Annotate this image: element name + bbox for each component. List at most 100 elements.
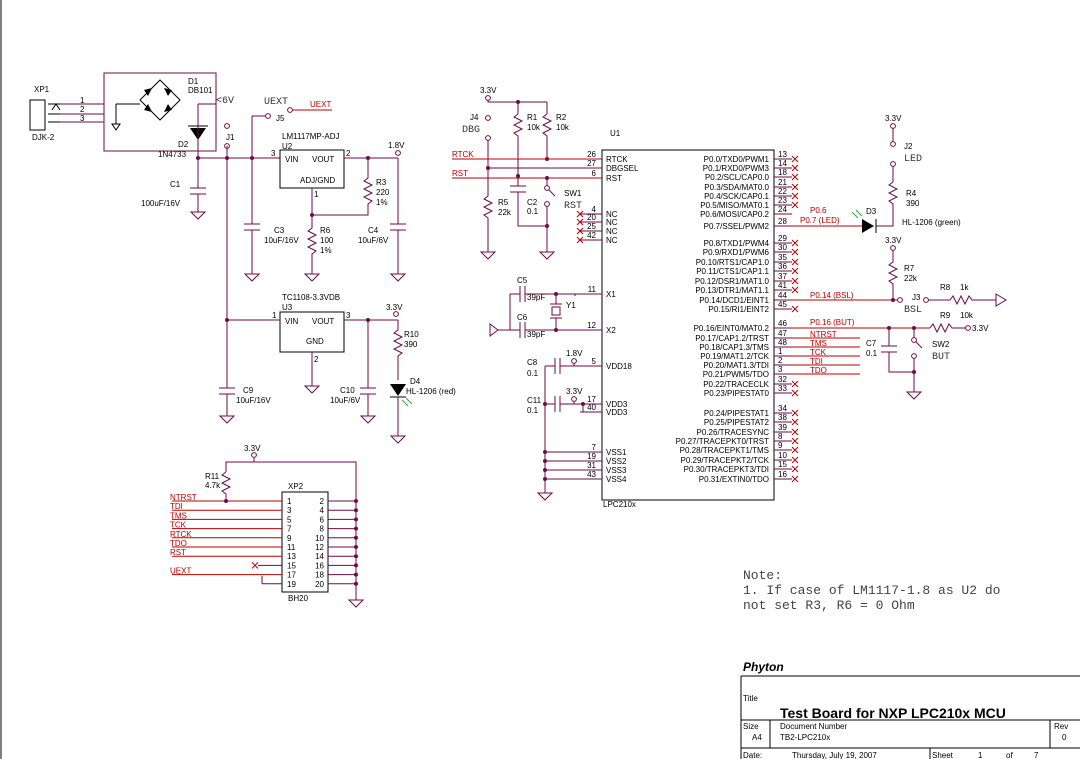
u1-mcu: U1 LPC210x 26RTCK27DBGSEL6RST4NC20NC25NC… <box>576 129 799 509</box>
net-uext-label: UEXT <box>264 97 288 108</box>
net-33v-top: 3.3V <box>480 86 497 95</box>
c10-capacitor: C10 10uF/6V <box>330 320 376 424</box>
d3-ref: D3 <box>866 207 877 216</box>
y1-ref: Y1 <box>566 301 576 310</box>
d1-bridge: D1 DB101 <box>103 72 217 152</box>
docnum-label: Document Number <box>780 722 847 731</box>
net-tdo: TDO <box>810 366 827 375</box>
u1-pin-name: P0.26/TRACESYNC <box>697 428 770 437</box>
u1-pin-num: 22 <box>778 187 787 196</box>
u1-pin-num: 24 <box>778 205 787 214</box>
d3-part: HL-1206 (green) <box>902 218 961 227</box>
sw2-ref: SW2 <box>932 340 950 349</box>
u1-pin-num: 41 <box>778 281 787 290</box>
design-note: Note: 1. If case of LM1117-1.8 as U2 do … <box>743 568 1000 613</box>
u1-pin-num: 3 <box>778 365 783 374</box>
r10-resistor: R10 390 <box>392 320 419 380</box>
u1-pin-name: P0.21/PWM5/TDO <box>703 370 769 379</box>
xp2-pin-odd: 5 <box>287 515 292 524</box>
xp2-pin-even: 14 <box>315 552 324 561</box>
u2-ref: U2 <box>282 142 293 151</box>
r5-resistor: R5 22k <box>480 168 512 260</box>
u3-gnd: GND <box>306 337 324 346</box>
r11-ref: R11 <box>205 472 220 481</box>
nc-cross <box>791 456 799 464</box>
u1-pin-name: P0.14/DCD1/EINT1 <box>699 296 769 305</box>
r7-ref: R7 <box>904 264 915 273</box>
u1-pin-name: X2 <box>606 326 616 335</box>
j3-ref: J3 <box>912 293 921 302</box>
c8-capacitor: C8 0.1 <box>527 358 602 378</box>
r1-ref: R1 <box>527 113 538 122</box>
u2-pin3: 3 <box>271 149 276 158</box>
r7-resistor: R7 22k <box>887 250 918 300</box>
nc-cross <box>576 210 584 218</box>
u1-pin-num: 1 <box>778 347 783 356</box>
sheet-title: Test Board for NXP LPC210x MCU <box>780 705 1006 721</box>
nc-cross <box>791 418 799 426</box>
u1-pin-num: 18 <box>778 168 787 177</box>
net-p014: P0.14 (BSL) <box>810 291 854 300</box>
u1-pin-name: P0.27/TRACEPKT0/TRST <box>676 437 769 446</box>
xp2-pin-even: 6 <box>320 515 325 524</box>
d1-part: DB101 <box>188 86 213 95</box>
net-tck: TCK <box>810 348 827 357</box>
xp2-pin-even: 2 <box>320 497 325 506</box>
r11-value: 4.7k <box>205 481 221 490</box>
of-label: of <box>1006 751 1013 759</box>
nc-cross <box>791 183 799 191</box>
r9-value: 10k <box>960 311 974 320</box>
u1-pin-name: VDD18 <box>606 362 632 371</box>
r2-value: 10k <box>556 123 570 132</box>
y1-crystal: Y1 <box>550 294 576 330</box>
r4-resistor: R4 390 <box>876 181 920 227</box>
c6-ref: C6 <box>517 313 528 322</box>
date-label: Date: <box>743 751 762 759</box>
r10-value: 390 <box>404 340 418 349</box>
company-name: Phyton <box>743 660 784 674</box>
r6-tol: 1% <box>320 246 332 255</box>
nc-cross <box>791 155 799 163</box>
u1-pin-num: 2 <box>778 356 783 365</box>
u1-pin-name: P0.30/TRACEPKT3/TDI <box>684 465 769 474</box>
u2-regulator: LM1117MP-ADJ U2 VIN VOUT ADJ/GND 3 2 1 <box>271 132 398 215</box>
c7-ref: C7 <box>866 339 877 348</box>
r8-value: 1k <box>960 283 969 292</box>
u1-pin-name: P0.11/CTS1/CAP1.1 <box>696 267 769 276</box>
docnum-value: TB2-LPC210x <box>780 733 830 742</box>
u1-pin-num: 9 <box>778 441 783 450</box>
nc-cross <box>791 258 799 266</box>
u1-pin-num: 45 <box>778 300 787 309</box>
d4-part: HL-1206 (red) <box>406 387 456 396</box>
c4-capacitor: C4 10uF/6V <box>358 158 406 282</box>
r4-value: 390 <box>906 199 920 208</box>
note-line1: 1. If case of LM1117-1.8 as U2 do <box>743 583 1000 598</box>
u1-pin-name: P0.24/PIPESTAT1 <box>704 409 770 418</box>
u1-pin-name: P0.4/SCK/CAP0.1 <box>704 192 769 201</box>
sw1-switch: SW1 RST <box>539 178 582 260</box>
net-18v: 1.8V <box>388 141 405 150</box>
c5-capacitor: C5 39pF <box>510 276 602 302</box>
u1-pin-name: P0.16/EINT0/MAT0.2 <box>694 324 770 333</box>
u1-pin-name: P0.8/TXD1/PWM4 <box>704 239 770 248</box>
sheet-label: Sheet <box>932 751 954 759</box>
c4-value: 10uF/6V <box>358 236 389 245</box>
j2-jumper: J2 LED <box>890 128 922 182</box>
xp2-pin-odd: 19 <box>287 580 296 589</box>
u1-pin-name: P0.19/MAT1.2/TCK <box>700 352 769 361</box>
xp2-pin-even: 8 <box>320 525 325 534</box>
u1-pin-num: 15 <box>778 460 787 469</box>
u1-pin-name: NC <box>606 210 618 219</box>
r9-ref: R9 <box>940 311 951 320</box>
c7-capacitor: C7 0.1 <box>866 328 914 373</box>
r11-resistor: R11 4.7k <box>205 471 232 501</box>
net-33v-r9: 3.3V <box>972 324 989 333</box>
u1-pin-name: VDD3 <box>606 408 628 417</box>
sw2-switch: SW2 BUT <box>906 328 950 400</box>
u1-pin-num: 11 <box>588 285 597 294</box>
xp2-ref: XP2 <box>288 482 304 491</box>
xp2-signal: TDO <box>170 539 187 548</box>
j5-ref: J5 <box>276 114 285 123</box>
u3-vin: VIN <box>285 317 299 326</box>
j4-label: DBG <box>462 125 480 136</box>
